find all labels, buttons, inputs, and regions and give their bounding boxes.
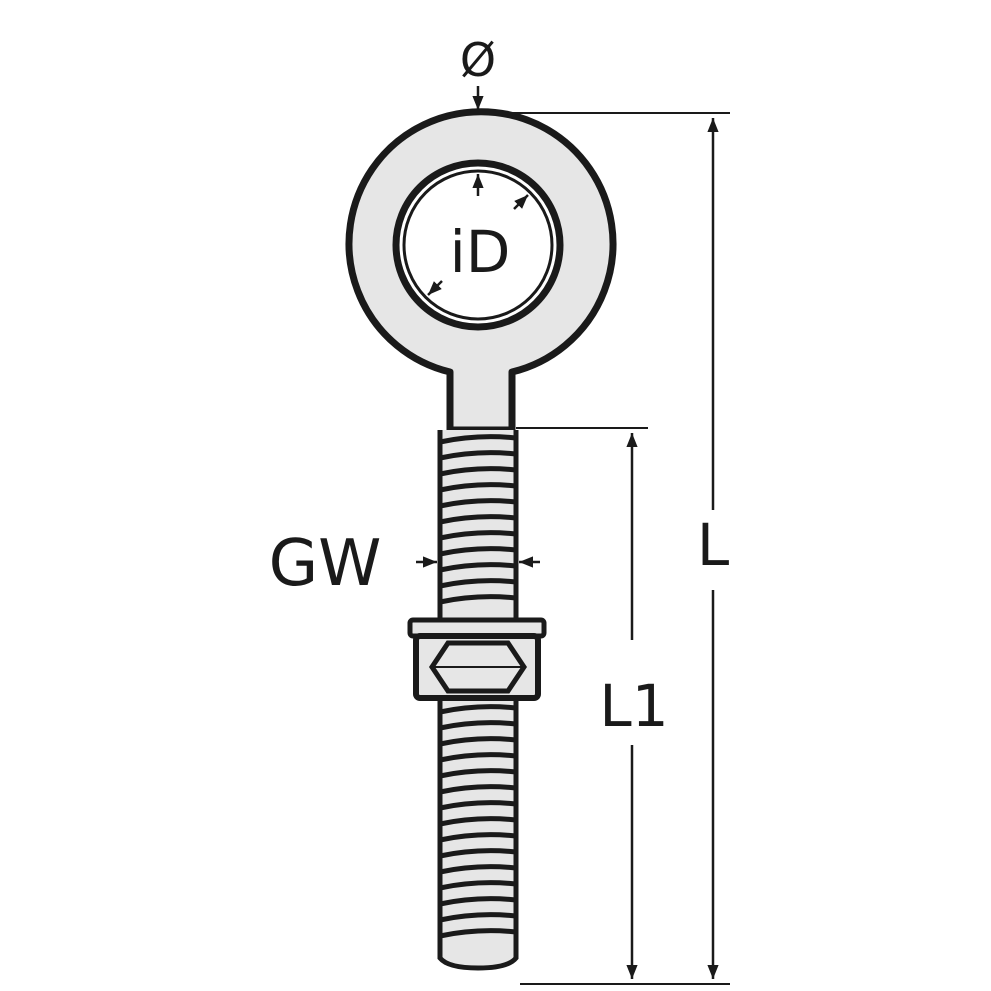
thread-line	[439, 562, 517, 573]
thread-line	[439, 498, 517, 509]
dimension-inner-diameter: iD	[427, 174, 529, 296]
thread-line	[439, 450, 517, 461]
extension-lines	[480, 112, 730, 985]
threaded-shaft	[437, 430, 519, 971]
thread-line	[439, 848, 517, 859]
thread-line	[439, 514, 517, 525]
thread-line	[439, 704, 517, 715]
thread-length-label: L1	[599, 672, 668, 740]
thread-line	[439, 530, 517, 541]
thread-line	[439, 800, 517, 811]
lower-thread-lines	[439, 704, 517, 939]
lower-thread-edge	[437, 698, 519, 971]
thread-line	[439, 880, 517, 891]
thread-line	[439, 752, 517, 763]
inner-diagonal-arrow-lower	[427, 280, 443, 296]
thread-line	[439, 928, 517, 939]
thread-line	[439, 832, 517, 843]
thread-line	[439, 768, 517, 779]
thread-line	[439, 736, 517, 747]
inner-diameter-label: iD	[450, 218, 511, 286]
diameter-label: Ø	[460, 33, 496, 87]
eye-inner-rim	[402, 169, 554, 321]
upper-thread-body	[440, 430, 516, 620]
thread-line	[439, 896, 517, 907]
dimension-l: L	[697, 118, 729, 979]
thread-line	[439, 434, 517, 445]
length-label: L	[697, 511, 729, 579]
dimension-thread: GW	[269, 527, 540, 601]
thread-line	[439, 784, 517, 795]
upper-thread-lines	[439, 434, 517, 605]
thread-line	[439, 816, 517, 827]
hex-nut	[413, 633, 541, 701]
thread-line	[439, 546, 517, 557]
thread-line	[439, 912, 517, 923]
dimension-diameter: Ø	[460, 33, 496, 110]
thread-line	[439, 720, 517, 731]
thread-line	[439, 482, 517, 493]
thread-line	[439, 466, 517, 477]
inner-diagonal-arrow-upper	[513, 194, 529, 210]
thread-line	[439, 864, 517, 875]
dimension-l1: L1	[599, 433, 669, 979]
thread-line	[439, 594, 517, 605]
thread-label: GW	[269, 527, 382, 601]
thread-line	[439, 578, 517, 589]
